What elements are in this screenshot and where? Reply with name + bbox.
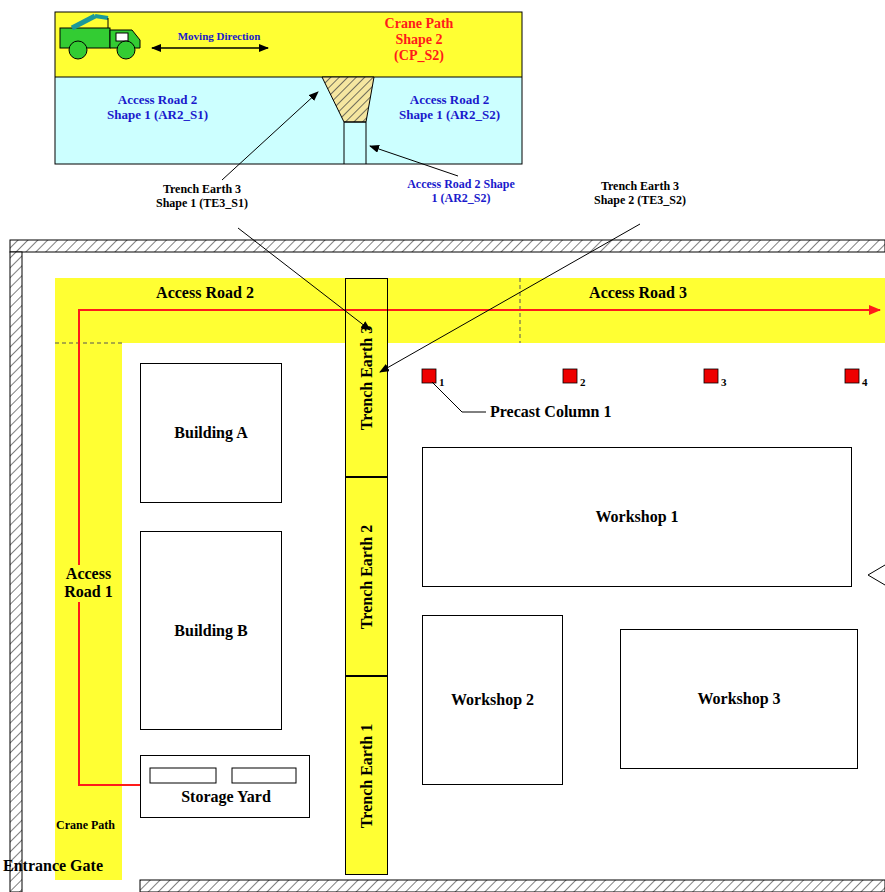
node-label: Trench Earth 1 — [357, 723, 375, 827]
node-label: Access Road 3 — [538, 284, 738, 302]
trench-segment: Trench Earth 1 — [345, 676, 388, 875]
node-label: Access Road 2 — [125, 284, 285, 302]
access-road: Access Road 2 — [55, 278, 345, 343]
building: Building A — [140, 363, 282, 503]
node-label: Trench Earth 2 — [357, 524, 375, 628]
node-label: Moving Direction — [163, 30, 275, 43]
callout-number: 1 — [439, 376, 445, 389]
node-label: Workshop 1 — [427, 508, 847, 526]
trench-segment: Trench Earth 2 — [345, 477, 388, 676]
access-road: Access Road 3 — [388, 278, 885, 343]
crane-path-band: Moving Direction Crane Path Shape 2 (CP_S… — [55, 12, 522, 77]
node-label: Storage Yard — [141, 788, 311, 806]
workshop: Workshop 3 — [620, 629, 858, 769]
node-label: Workshop 3 — [625, 690, 853, 708]
node-label: Access Road 1 — [55, 565, 122, 602]
callout-label: Crane Path — [56, 819, 115, 833]
node-label: Access Road 2 Shape 1 (AR2_S1) — [100, 93, 215, 123]
node-label: Workshop 2 — [427, 691, 558, 709]
node-label: Crane Path Shape 2 (CP_S2) — [373, 16, 465, 64]
road-shape-region: Access Road 2 Shape 1 (AR2_S2) — [374, 77, 522, 164]
storage-yard: Storage Yard — [140, 755, 310, 818]
callout-number: 2 — [580, 376, 586, 389]
node-label: Access Road 2 Shape 1 (AR2_S2) — [392, 93, 507, 123]
callout-label: Trench Earth 3 Shape 1 (TE3_S1) — [152, 183, 252, 211]
callout-number: 4 — [862, 376, 868, 389]
building: Building B — [140, 531, 282, 730]
callout-label: Entrance Gate — [3, 857, 103, 875]
access-road: Access Road 1 — [55, 343, 122, 880]
workshop: Workshop 2 — [422, 615, 563, 785]
node-label: Trench Earth 3 — [357, 325, 375, 429]
workshop: Workshop 1 — [422, 447, 852, 587]
node-label: Building A — [145, 424, 277, 442]
trench-segment: Trench Earth 3 — [345, 278, 388, 477]
callout-label: Access Road 2 Shape 1 (AR2_S2) — [405, 178, 517, 206]
callout-number: 3 — [721, 376, 727, 389]
node-label: Building B — [145, 621, 277, 639]
callout-label: Trench Earth 3 Shape 2 (TE3_S2) — [590, 180, 690, 208]
road-shape-region: Access Road 2 Shape 1 (AR2_S1) — [55, 77, 320, 164]
callout-label: Precast Column 1 — [490, 403, 611, 421]
